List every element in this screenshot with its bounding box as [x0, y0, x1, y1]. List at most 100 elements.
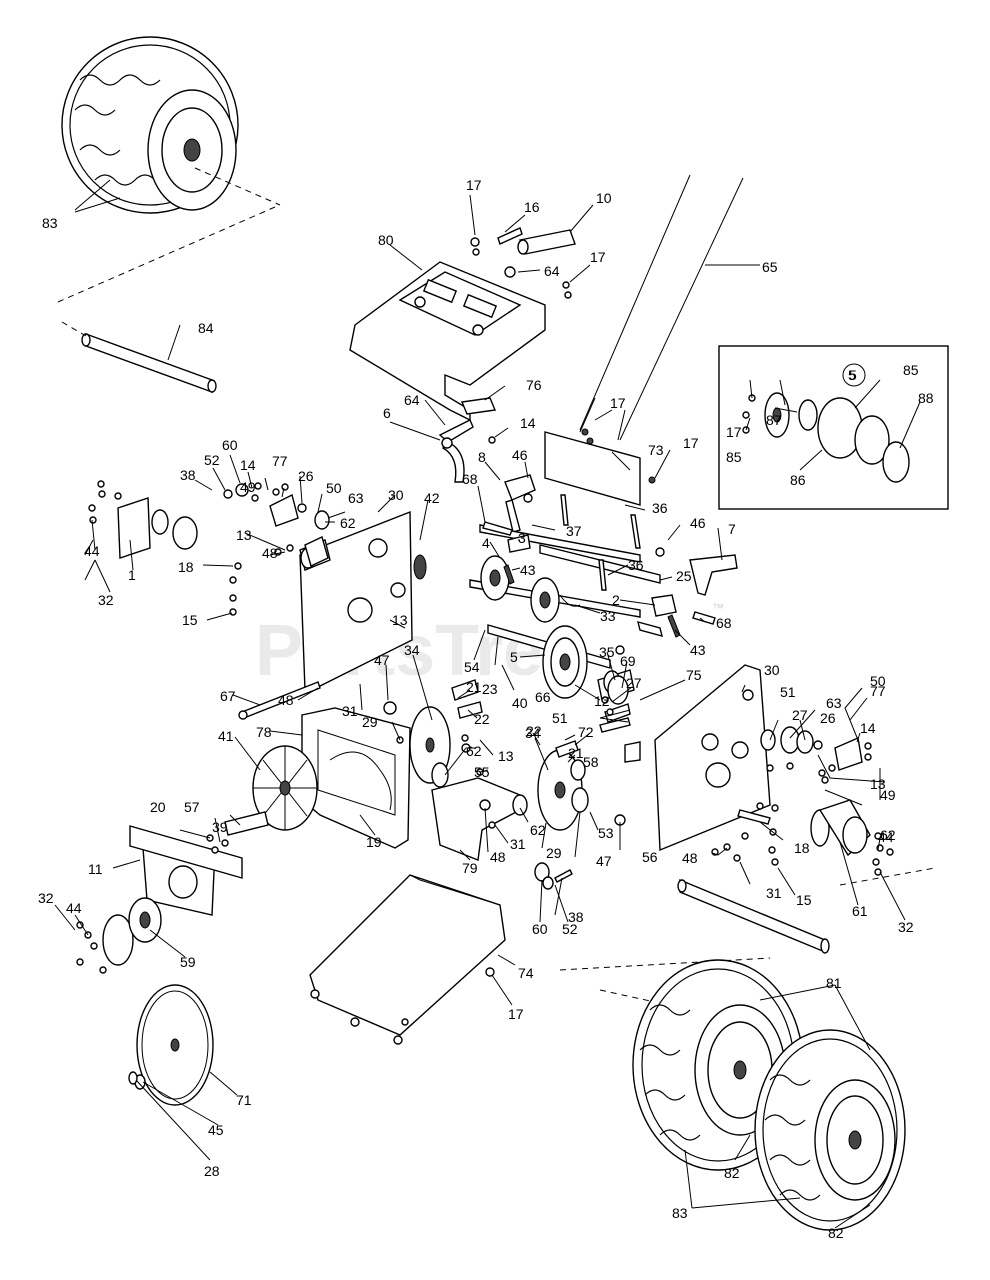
part-number-label: 83: [42, 215, 58, 231]
part-number-label: 45: [208, 1122, 224, 1138]
part-number-label: 50: [870, 673, 886, 689]
part-number-label: 17: [726, 424, 742, 440]
part-number-label: 33: [600, 608, 616, 624]
watermark-tm: ™: [712, 601, 724, 615]
part-number-label: 13: [870, 776, 886, 792]
part-number-label: 17: [590, 249, 606, 265]
part-number-label: 67: [220, 688, 236, 704]
part-number-label: 34: [525, 725, 541, 741]
part-number-label: 10: [596, 190, 612, 206]
part-number-label: 84: [198, 320, 214, 336]
part-number-label: 23: [482, 681, 498, 697]
part-number-label: 83: [672, 1205, 688, 1221]
part-number-label: 13: [236, 527, 252, 543]
wheel-top-left: [61, 36, 239, 214]
part-number-label: 43: [520, 562, 536, 578]
part-number-label: 62: [466, 743, 482, 759]
part-number-label: 47: [596, 853, 612, 869]
part-number-label: 32: [98, 592, 114, 608]
part-number-label: 19: [366, 834, 382, 850]
part-number-label: 87: [766, 412, 782, 428]
part-number-label: 51: [780, 684, 796, 700]
cable-65: [579, 174, 744, 441]
part-number-label: 52: [562, 921, 578, 937]
part-number-label: 46: [512, 447, 528, 463]
gear-33: [530, 577, 560, 623]
chain-34-left: [417, 671, 433, 721]
part-number-label: 78: [256, 724, 272, 740]
part-number-label: 59: [180, 954, 196, 970]
part-number-label: 22: [526, 723, 542, 739]
part-number-label: 38: [568, 909, 584, 925]
part-number-label: 64: [544, 263, 560, 279]
part-76: [461, 397, 496, 415]
part-number-label: 14: [520, 415, 536, 431]
part-number-label: 56: [642, 849, 658, 865]
axle-lower-right: [677, 878, 830, 954]
part-number-label: 58: [583, 754, 599, 770]
part-number-label: 34: [404, 642, 420, 658]
part-number-label: 17: [683, 435, 699, 451]
part-number-label: 76: [526, 377, 542, 393]
part-number-label: 64: [404, 392, 420, 408]
part-number-label: 73: [648, 442, 664, 458]
part-number-label: 62: [530, 822, 546, 838]
part-number-label: 74: [518, 965, 534, 981]
part-number-label: 32: [38, 890, 54, 906]
inset-box: [718, 345, 949, 510]
shift-arm-8: [504, 474, 536, 533]
side-plate-right: [654, 664, 771, 852]
part-number-label: 27: [626, 675, 642, 691]
part-number-label: 69: [620, 653, 636, 669]
part-number-label: 82: [828, 1225, 844, 1241]
bracket-79: [431, 777, 521, 861]
part-number-label: 61: [852, 903, 868, 919]
part-number-label: 68: [462, 471, 478, 487]
part-number-label: 77: [870, 683, 886, 699]
part-number-label: 13: [498, 748, 514, 764]
friction-wheel-5: [542, 625, 588, 699]
part-number-label: 36: [652, 500, 668, 516]
part-number-label: 44: [878, 829, 894, 845]
cover-11: [129, 825, 243, 916]
part-number-label: 17: [610, 395, 626, 411]
inset-callout-number: 5: [849, 367, 857, 383]
part-number-label: 17: [466, 177, 482, 193]
part-number-label: 5: [510, 649, 518, 665]
part-number-label: 86: [790, 472, 806, 488]
drive-disc-41: [252, 745, 318, 831]
part-number-label: 16: [524, 199, 540, 215]
block-2: [651, 594, 677, 617]
part-number-label: 36: [628, 557, 644, 573]
part-number-label: 21: [568, 745, 584, 761]
part-number-label: 60: [222, 437, 238, 453]
skid-plate-74: [309, 874, 506, 1045]
part-number-label: 2: [612, 592, 620, 608]
bracket-78: [301, 707, 411, 849]
part-number-label: 55: [474, 764, 490, 780]
part-number-label: 43: [690, 642, 706, 658]
part-number-label: 15: [182, 612, 198, 628]
leader-lines: [54, 179, 921, 1229]
part-number-label: 31: [510, 836, 526, 852]
part-number-label: 47: [374, 652, 390, 668]
part-number-label: 63: [826, 695, 842, 711]
part-number-label: 42: [424, 490, 440, 506]
part-number-label: 15: [796, 892, 812, 908]
part-number-label: 26: [298, 468, 314, 484]
part-number-label: 8: [478, 449, 486, 465]
part-number-label: 81: [826, 975, 842, 991]
part-number-label: 57: [184, 799, 200, 815]
shift-arm-7: [689, 554, 738, 596]
part-number-label: 40: [512, 695, 528, 711]
part-number-label: 48: [262, 545, 278, 561]
part-number-label: 41: [218, 728, 234, 744]
part-number-label: 26: [820, 710, 836, 726]
part-number-label: 85: [726, 449, 742, 465]
part-number-label: 1: [128, 567, 136, 583]
bearing-group-left: [88, 480, 330, 616]
part-number-label: 22: [474, 711, 490, 727]
part-number-label: 62: [340, 515, 356, 531]
part-number-label: 7: [728, 521, 736, 537]
